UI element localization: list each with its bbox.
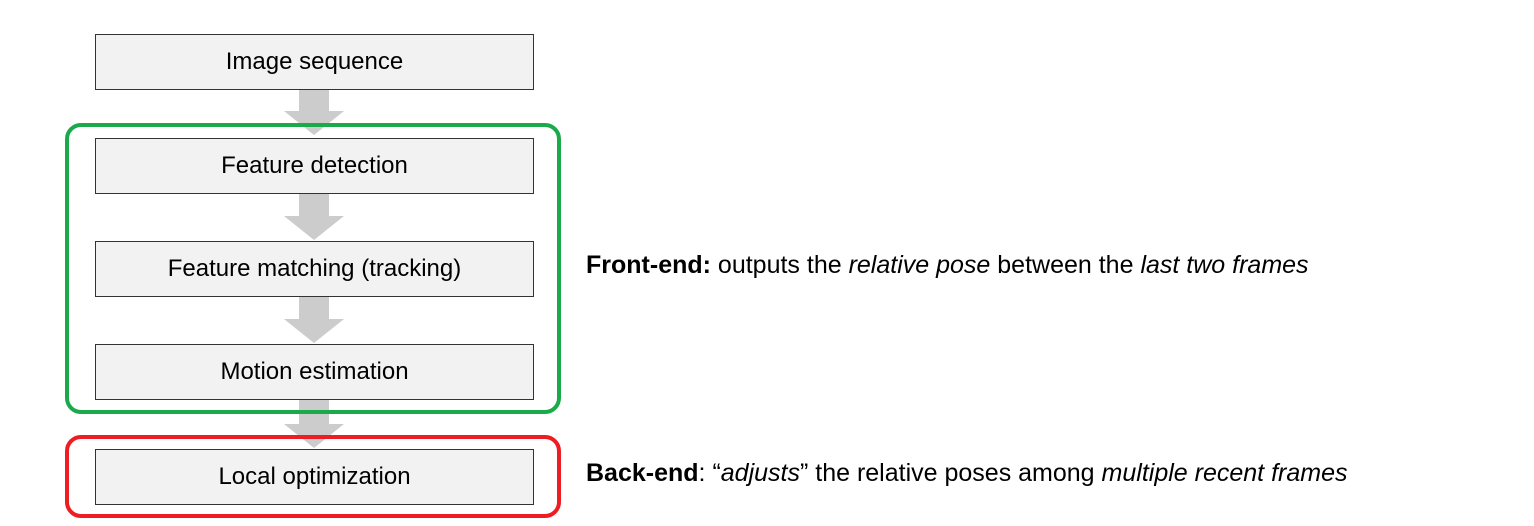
back-end-text-1: : “ (698, 459, 721, 487)
front-end-emphasis-1: relative pose (848, 251, 991, 279)
step-feature-matching: Feature matching (tracking) (95, 241, 534, 297)
back-end-emphasis-1: adjusts (720, 459, 800, 487)
back-end-heading: Back-end (586, 459, 699, 487)
step-local-optimization: Local optimization (95, 449, 534, 505)
front-end-text-1: outputs the (710, 251, 849, 279)
arrow-down-2 (284, 194, 344, 240)
arrow-down-1 (284, 90, 344, 135)
back-end-text-2: ” the relative poses among (799, 459, 1102, 487)
step-feature-detection: Feature detection (95, 138, 534, 194)
back-end-emphasis-2: multiple recent frames (1101, 459, 1348, 487)
front-end-heading: Front-end: (586, 251, 711, 279)
step-label: Local optimization (218, 463, 411, 490)
step-label: Feature detection (221, 152, 408, 179)
back-end-description: Back-end: “adjusts” the relative poses a… (586, 459, 1347, 488)
front-end-text-2: between the (990, 251, 1141, 279)
step-motion-estimation: Motion estimation (95, 344, 534, 400)
front-end-description: Front-end: outputs the relative pose bet… (586, 251, 1309, 280)
step-image-sequence: Image sequence (95, 34, 534, 90)
back-end-group-box (65, 435, 561, 518)
step-label: Motion estimation (220, 358, 409, 385)
step-label: Image sequence (225, 48, 404, 75)
front-end-group-box (65, 123, 561, 414)
arrow-down-3 (284, 297, 344, 343)
front-end-emphasis-2: last two frames (1140, 251, 1309, 279)
step-label: Feature matching (tracking) (167, 255, 462, 282)
